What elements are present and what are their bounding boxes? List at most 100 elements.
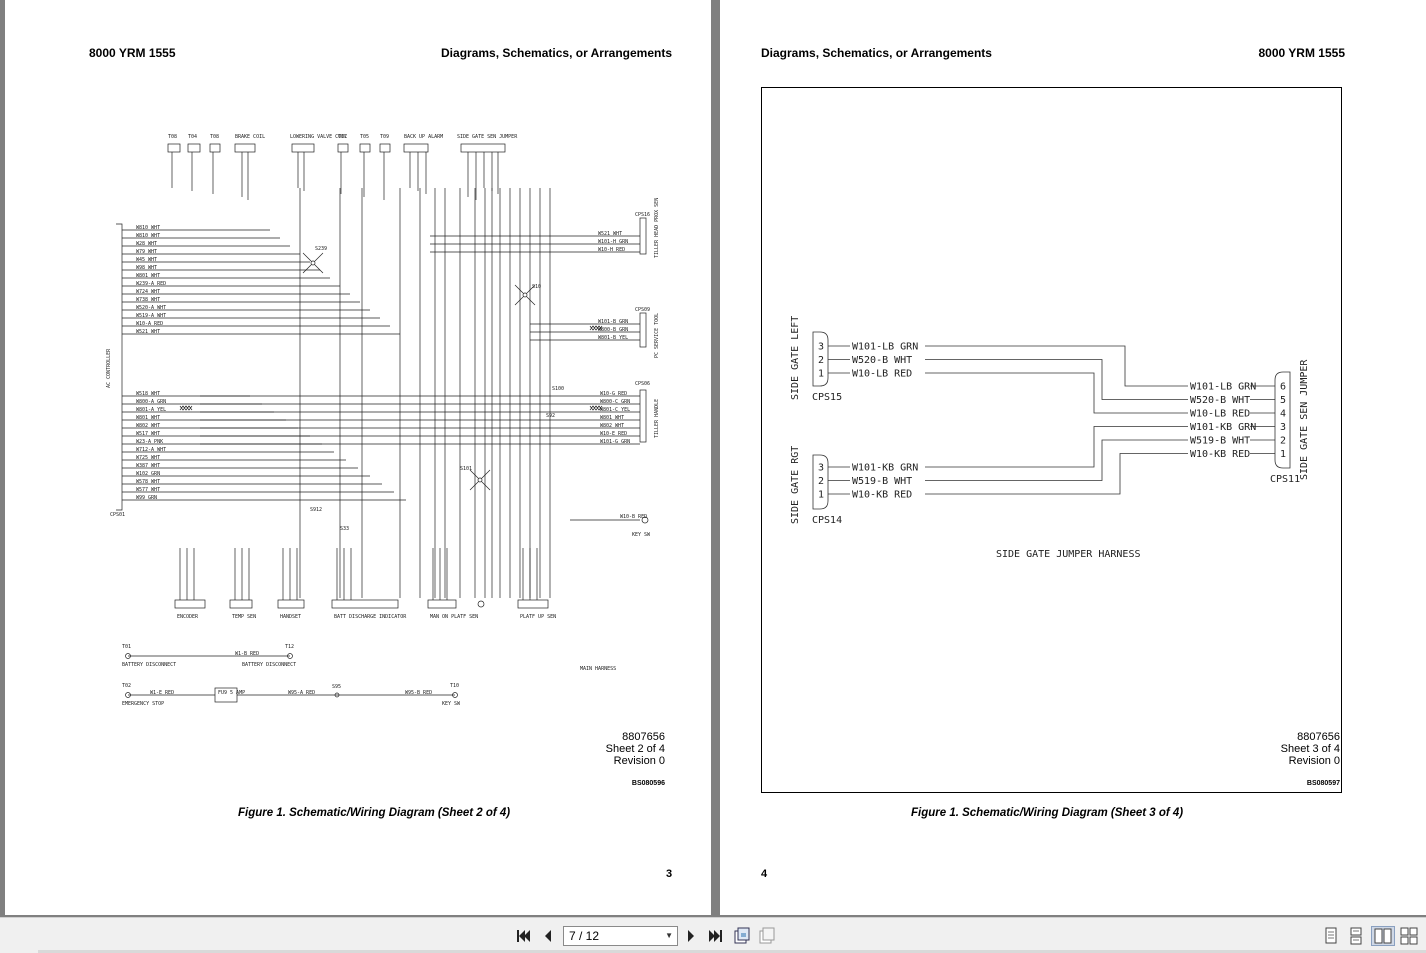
twisted-pair-icon — [179, 405, 193, 411]
wire-label: W23-A PNK — [136, 439, 163, 445]
wire-label: W95-B RED — [405, 690, 432, 696]
wire-label: W800-C GRN — [600, 399, 630, 405]
first-page-icon[interactable] — [513, 926, 533, 946]
wire-label: W519-B WHT — [1190, 436, 1250, 447]
conn-label: CPS06 — [635, 381, 650, 387]
page-header-left: 8000 YRM 1555 — [89, 46, 176, 60]
splice-label: S239 — [315, 246, 327, 252]
wire-label: W800-B GRN — [598, 327, 628, 333]
side-label: TILLER HEAD PROX SEN — [654, 198, 660, 258]
splice-dot — [522, 292, 528, 298]
pin-number: 5 — [1280, 395, 1286, 406]
fit-page-icon[interactable] — [732, 926, 752, 946]
wire-label: W98 WHT — [136, 265, 157, 271]
splice-label: S33 — [340, 526, 349, 532]
component-label: BATTERY DISCONNECT — [242, 662, 296, 668]
page-number-input[interactable]: 7 / 12 ▼ — [563, 926, 678, 946]
terminal — [641, 516, 649, 524]
wire-label: W801 WHT — [136, 415, 160, 421]
single-page-icon[interactable] — [1321, 926, 1341, 946]
wire-label: W520-B WHT — [1190, 395, 1250, 406]
chevron-down-icon[interactable]: ▼ — [665, 931, 673, 940]
wire-route — [925, 345, 1188, 387]
pin-number: 1 — [818, 490, 824, 501]
sheet-label: Sheet 2 of 4 — [605, 743, 665, 755]
splice-label: S100 — [552, 386, 564, 392]
drawing-number: 8807656 — [622, 731, 665, 743]
wire-label: W101-B GRN — [598, 319, 628, 325]
pin-number: 3 — [1280, 422, 1286, 433]
figure-caption: Figure 1. Schematic/Wiring Diagram (Shee… — [911, 807, 1184, 819]
wire-label: W577 WHT — [136, 487, 160, 493]
side-label: SIDE GATE SEN JUMPER — [1299, 359, 1310, 480]
horizontal-scrollbar[interactable] — [38, 950, 1426, 953]
document-page-left: 8000 YRM 1555 Diagrams, Schematics, or A… — [5, 0, 711, 915]
revision-label: Revision 0 — [613, 755, 665, 767]
wire-label: W10-KB RED — [852, 490, 912, 501]
connector-cps11 — [1274, 371, 1291, 469]
wire-label: W10-B RED — [620, 514, 647, 520]
pin-number: 2 — [818, 476, 824, 487]
two-page-continuous-icon[interactable] — [1399, 926, 1419, 946]
two-page-icon[interactable] — [1371, 926, 1395, 946]
twisted-pair-icon — [589, 325, 603, 331]
controller-label: AC CONTROLLER — [106, 348, 112, 388]
splice-dot — [310, 260, 316, 266]
next-page-icon[interactable] — [681, 926, 701, 946]
terminal-label: T10 — [450, 683, 459, 689]
top-connector — [403, 143, 429, 153]
right-connector — [639, 217, 647, 255]
continuous-icon[interactable] — [1346, 926, 1366, 946]
wire-route — [925, 426, 1188, 468]
component-label: BATT DISCHARGE INDICATOR — [334, 614, 407, 620]
last-page-icon[interactable] — [706, 926, 726, 946]
fit-width-icon[interactable] — [757, 926, 777, 946]
conn-label: CPS16 — [635, 212, 650, 218]
terminal — [452, 692, 458, 698]
wire-label: W95-A RED — [288, 690, 315, 696]
document-viewport[interactable]: 8000 YRM 1555 Diagrams, Schematics, or A… — [0, 0, 1426, 917]
document-page-right: Diagrams, Schematics, or Arrangements 80… — [720, 0, 1426, 915]
wire-label: W99 GRN — [136, 495, 157, 501]
splice-label: S95 — [332, 684, 341, 690]
wire-label: W101-KB GRN — [1190, 422, 1256, 433]
conn-label: CPS11 — [1270, 474, 1300, 485]
controller-bracket — [116, 223, 123, 511]
wire-label: W387 WHT — [136, 463, 160, 469]
fuse-label: FU9 5 AMP — [218, 690, 245, 696]
wire-label: W810 WHT — [136, 233, 160, 239]
wire-label: W10-A RED — [136, 321, 163, 327]
wire-label: W10-LB RED — [1190, 409, 1250, 420]
connector-cps15 — [812, 331, 829, 387]
conn-label: CPS01 — [110, 512, 125, 518]
wire-label: W521 WHT — [598, 231, 622, 237]
top-label: T08 — [210, 134, 219, 140]
pin-number: 2 — [1280, 436, 1286, 447]
wire-label: W520-B WHT — [852, 355, 912, 366]
wire-label: W45 WHT — [136, 257, 157, 263]
splice-label: S101 — [460, 466, 472, 472]
wire-label: W724 WHT — [136, 289, 160, 295]
wire-label: W1-E RED — [150, 690, 174, 696]
bottom-connector — [229, 599, 253, 609]
side-label: TILLER HANDLE — [654, 399, 660, 438]
component-label: MAN ON PLATF SEN — [430, 614, 478, 620]
wire-label: W801-C YEL — [600, 407, 630, 413]
top-connector — [167, 143, 181, 153]
harness-label: SIDE GATE JUMPER HARNESS — [996, 549, 1141, 560]
pin-number: 3 — [818, 342, 824, 353]
wire-route — [925, 453, 1188, 495]
wire-label: W101-H GRN — [598, 239, 628, 245]
bottom-connector — [174, 599, 206, 609]
component-label: ENCODER — [177, 614, 199, 620]
wire-label: W810 WHT — [136, 225, 160, 231]
top-connector — [187, 143, 201, 153]
page-number: 3 — [666, 868, 673, 880]
wire-label: W517 WHT — [136, 431, 160, 437]
wire-label: W725 WHT — [136, 455, 160, 461]
top-connector — [379, 143, 391, 153]
side-label: SIDE GATE RGT — [790, 446, 801, 524]
splice-dot — [477, 477, 483, 483]
prev-page-icon[interactable] — [538, 926, 558, 946]
